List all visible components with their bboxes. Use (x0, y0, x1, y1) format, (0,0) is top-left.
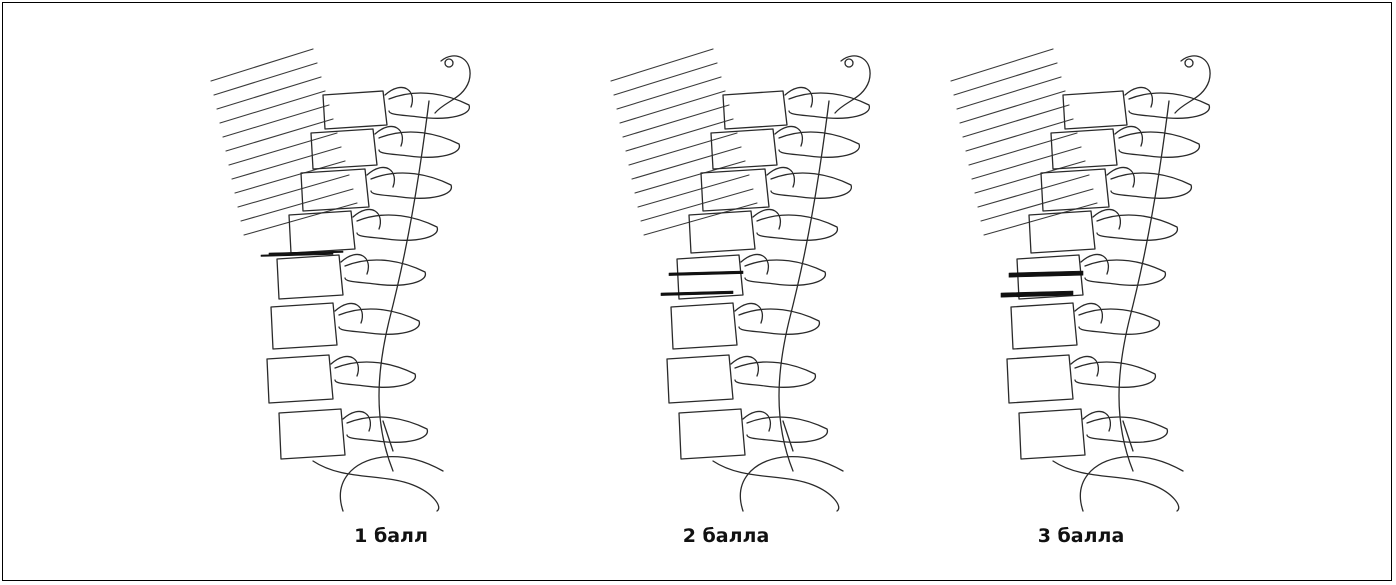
spinous-process (771, 173, 851, 198)
vertebra-body (279, 409, 345, 459)
hook-eye-1 (445, 59, 453, 67)
facet-loop (753, 209, 780, 229)
facet-loop (341, 254, 368, 274)
spinous-process (1119, 132, 1199, 157)
spine-drawing-3 (933, 41, 1253, 511)
facet-loop (1115, 126, 1142, 146)
pelvis-line-1 (340, 457, 443, 511)
facet-loop (1093, 209, 1120, 229)
spinous-process (735, 362, 815, 387)
vertebra-body (671, 303, 737, 349)
score-label-2: 2 балла (626, 525, 826, 547)
facet-loop (1081, 254, 1108, 274)
canal-line-2 (779, 101, 829, 471)
hook-eye-3 (1185, 59, 1193, 67)
spinous-process (1085, 260, 1165, 285)
facet-loop (385, 87, 412, 107)
facet-loop (775, 126, 802, 146)
sacrum-line-1 (313, 461, 439, 511)
facet-loop (1075, 303, 1102, 323)
spine-lineart-3 (933, 41, 1253, 511)
canal-line-3 (1119, 101, 1169, 471)
spine-drawing-2 (593, 41, 913, 511)
spinous-process (739, 309, 819, 334)
disc-narrowing-3 (1001, 271, 1083, 297)
vertebra-body (667, 355, 733, 403)
facet-loop (1107, 167, 1134, 187)
spinous-process (371, 173, 451, 198)
facet-loop (353, 209, 380, 229)
spinous-process (1097, 215, 1177, 240)
vertebra-body (1041, 169, 1109, 211)
vertebra-body (1051, 129, 1117, 169)
vertebra-body (1007, 355, 1073, 403)
vertebra-body (1063, 91, 1127, 129)
vertebra-body (311, 129, 377, 169)
facet-loop (1071, 356, 1098, 376)
spinous-process (379, 132, 459, 157)
spine-lineart-2 (593, 41, 913, 511)
spinous-process (779, 132, 859, 157)
facet-loop (743, 411, 770, 431)
facet-loop (767, 167, 794, 187)
facet-loop (335, 303, 362, 323)
facet-loop (731, 356, 758, 376)
pelvis-line-2 (740, 457, 843, 511)
facet-loop (741, 254, 768, 274)
facet-loop (343, 411, 370, 431)
spinous-process (335, 362, 415, 387)
vertebra-body (723, 91, 787, 129)
spinous-process (747, 417, 827, 442)
vertebra-body (289, 211, 355, 253)
vertebra-body (689, 211, 755, 253)
vertebra-body (271, 303, 337, 349)
spine-lineart-1 (193, 41, 513, 511)
facet-loop (785, 87, 812, 107)
rib-hatching-2 (611, 49, 757, 235)
sacrum-line-2 (713, 461, 839, 511)
facet-loop (331, 356, 358, 376)
facet-loop (375, 126, 402, 146)
rib-hatching-3 (951, 49, 1097, 235)
vertebra-body (301, 169, 369, 211)
spinous-process (745, 260, 825, 285)
vertebra-body (323, 91, 387, 129)
facet-loop (1083, 411, 1110, 431)
canal-line-1 (379, 101, 429, 471)
vertebra-body (701, 169, 769, 211)
score-label-3: 3 балла (981, 525, 1181, 547)
vertebrae-1 (267, 87, 469, 459)
vertebra-body (711, 129, 777, 169)
pelvis-line-3 (1080, 457, 1183, 511)
spinous-process (1075, 362, 1155, 387)
vertebra-body (1029, 211, 1095, 253)
facet-loop (735, 303, 762, 323)
vertebra-body (1011, 303, 1077, 349)
spinous-process (1087, 417, 1167, 442)
spine-drawing-1 (193, 41, 513, 511)
facet-loop (367, 167, 394, 187)
vertebra-body (679, 409, 745, 459)
hook-eye-2 (845, 59, 853, 67)
facet-loop (1125, 87, 1152, 107)
disc-narrowing-2 (661, 271, 743, 296)
sacrum-line-3 (1053, 461, 1179, 511)
spinous-process (1079, 309, 1159, 334)
vertebra-body (1019, 409, 1085, 459)
spinous-process (347, 417, 427, 442)
spinous-process (357, 215, 437, 240)
rib-hatching-1 (211, 49, 357, 235)
spinous-process (339, 309, 419, 334)
spinous-process (757, 215, 837, 240)
spinous-process (345, 260, 425, 285)
score-label-1: 1 балл (291, 525, 491, 547)
spinous-process (1111, 173, 1191, 198)
vertebra-body (267, 355, 333, 403)
vertebra-body (277, 255, 343, 299)
